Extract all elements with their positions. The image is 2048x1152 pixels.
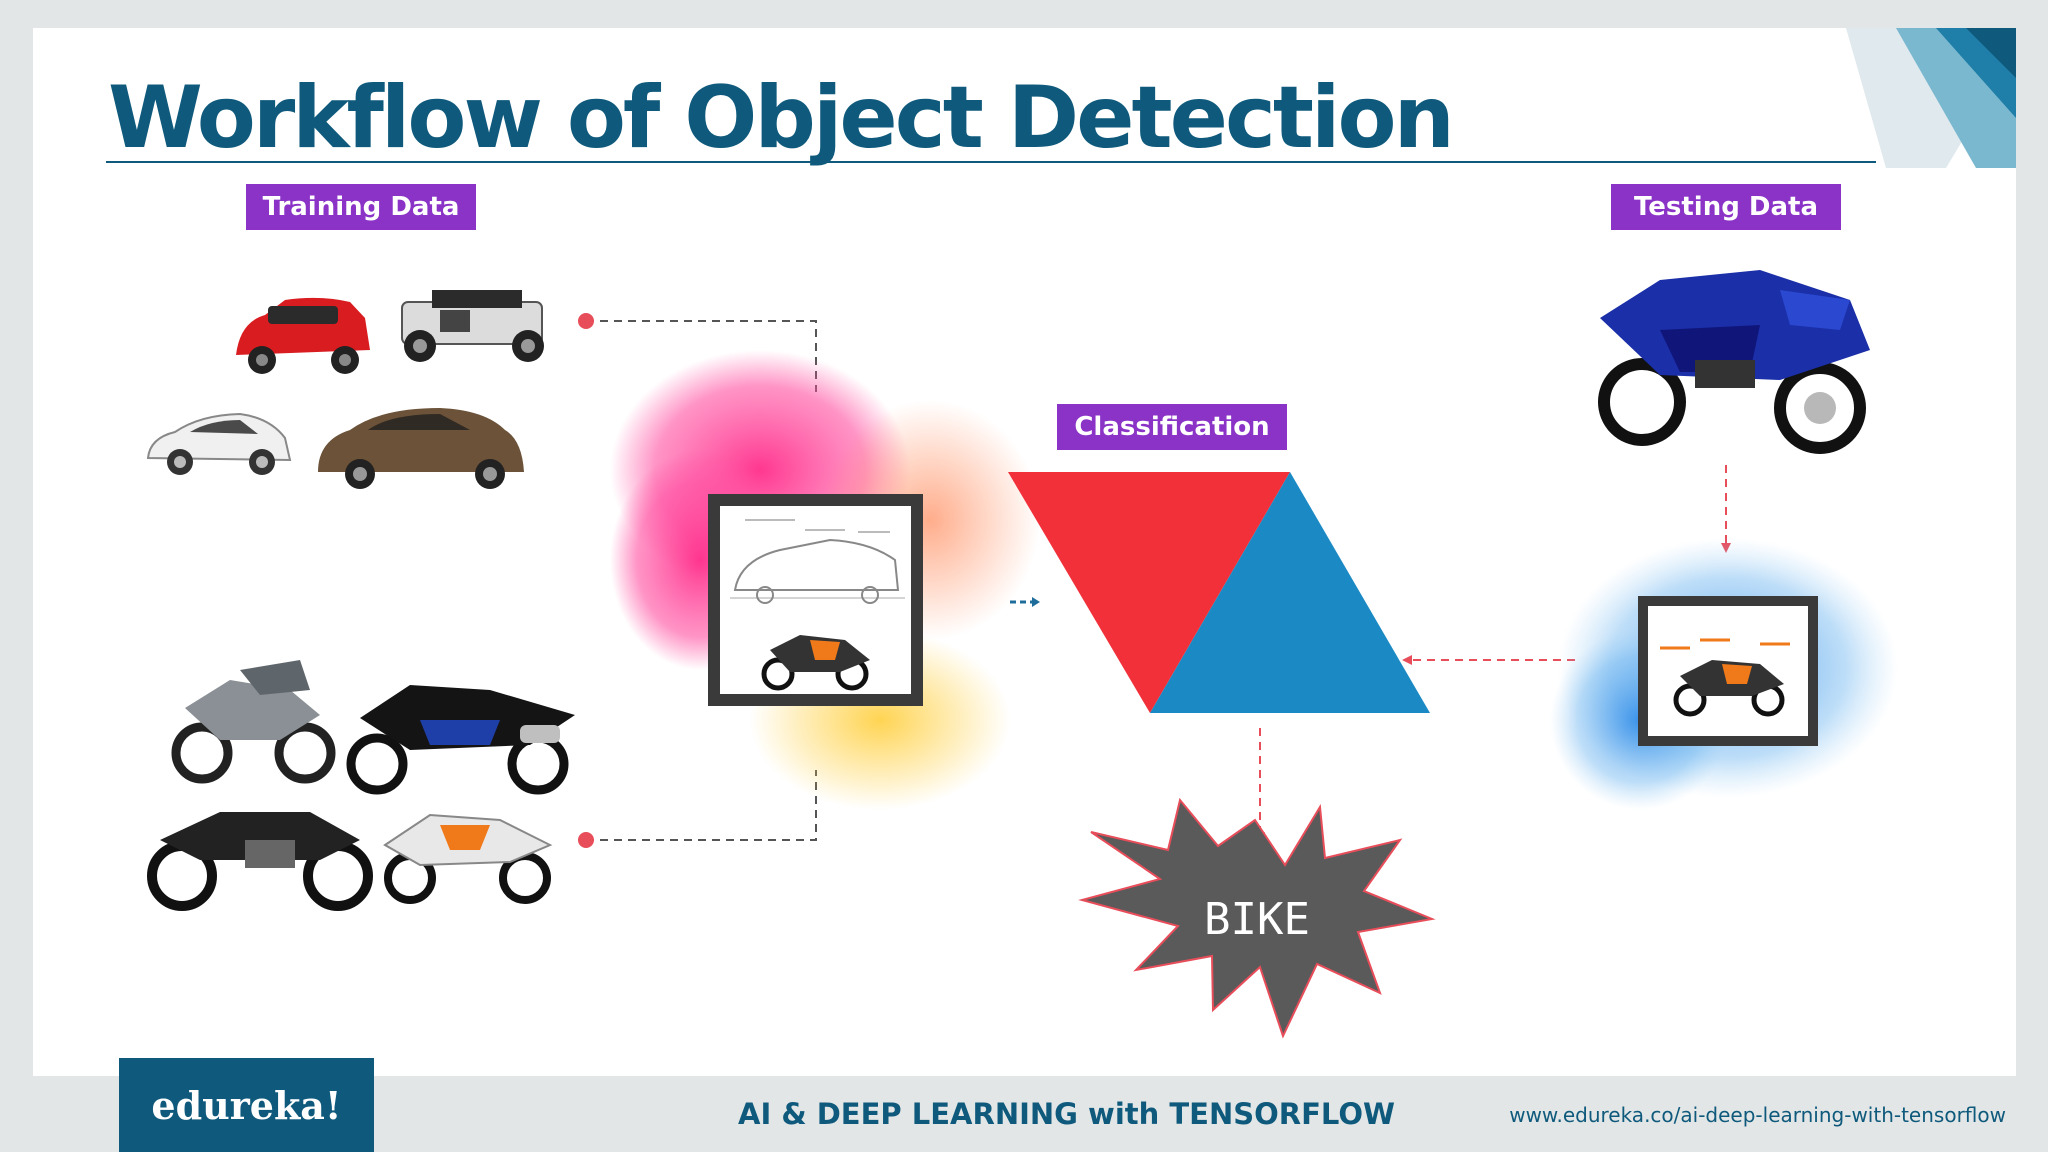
classification-label: Classification bbox=[1057, 404, 1287, 450]
testing-frame bbox=[1638, 596, 1818, 746]
classification-blue-triangle bbox=[1150, 472, 1430, 713]
brown-sedan-image bbox=[318, 408, 524, 489]
training-data-label: Training Data bbox=[246, 184, 476, 230]
course-title: AI & DEEP LEARNING with TENSORFLOW bbox=[738, 1097, 1396, 1131]
black-blue-bike-image bbox=[346, 685, 575, 795]
output-starburst bbox=[1078, 797, 1436, 1039]
classification-shape bbox=[1008, 472, 1430, 713]
testing-to-classification-arrow bbox=[1402, 655, 1575, 665]
connector-dot-bottom bbox=[578, 832, 594, 848]
output-label: BIKE bbox=[1204, 894, 1310, 945]
red-car-image bbox=[236, 297, 370, 374]
corner-decoration bbox=[1846, 28, 2016, 168]
training-connectors bbox=[586, 320, 817, 841]
training-cars-images bbox=[146, 290, 544, 489]
orange-ktm-bike-image bbox=[383, 813, 553, 904]
cruiser-bike-image bbox=[147, 812, 373, 911]
title-underline bbox=[106, 161, 1876, 163]
slide-title: Workflow of Object Detection bbox=[108, 68, 1455, 168]
training-bikes-images bbox=[147, 660, 575, 911]
white-sedan-image bbox=[146, 412, 292, 475]
gray-bike-image bbox=[171, 660, 336, 784]
connector-dot-top bbox=[578, 313, 594, 329]
course-url[interactable]: www.edureka.co/ai-deep-learning-with-ten… bbox=[1509, 1103, 2006, 1127]
classification-red-triangle bbox=[1008, 472, 1290, 713]
jeep-image bbox=[401, 290, 544, 362]
testing-bike-image bbox=[1598, 270, 1870, 454]
edureka-logo: edureka! bbox=[119, 1058, 374, 1152]
training-to-classification-arrow bbox=[1010, 597, 1040, 607]
training-model-frame bbox=[708, 494, 923, 706]
testing-data-label: Testing Data bbox=[1611, 184, 1841, 230]
